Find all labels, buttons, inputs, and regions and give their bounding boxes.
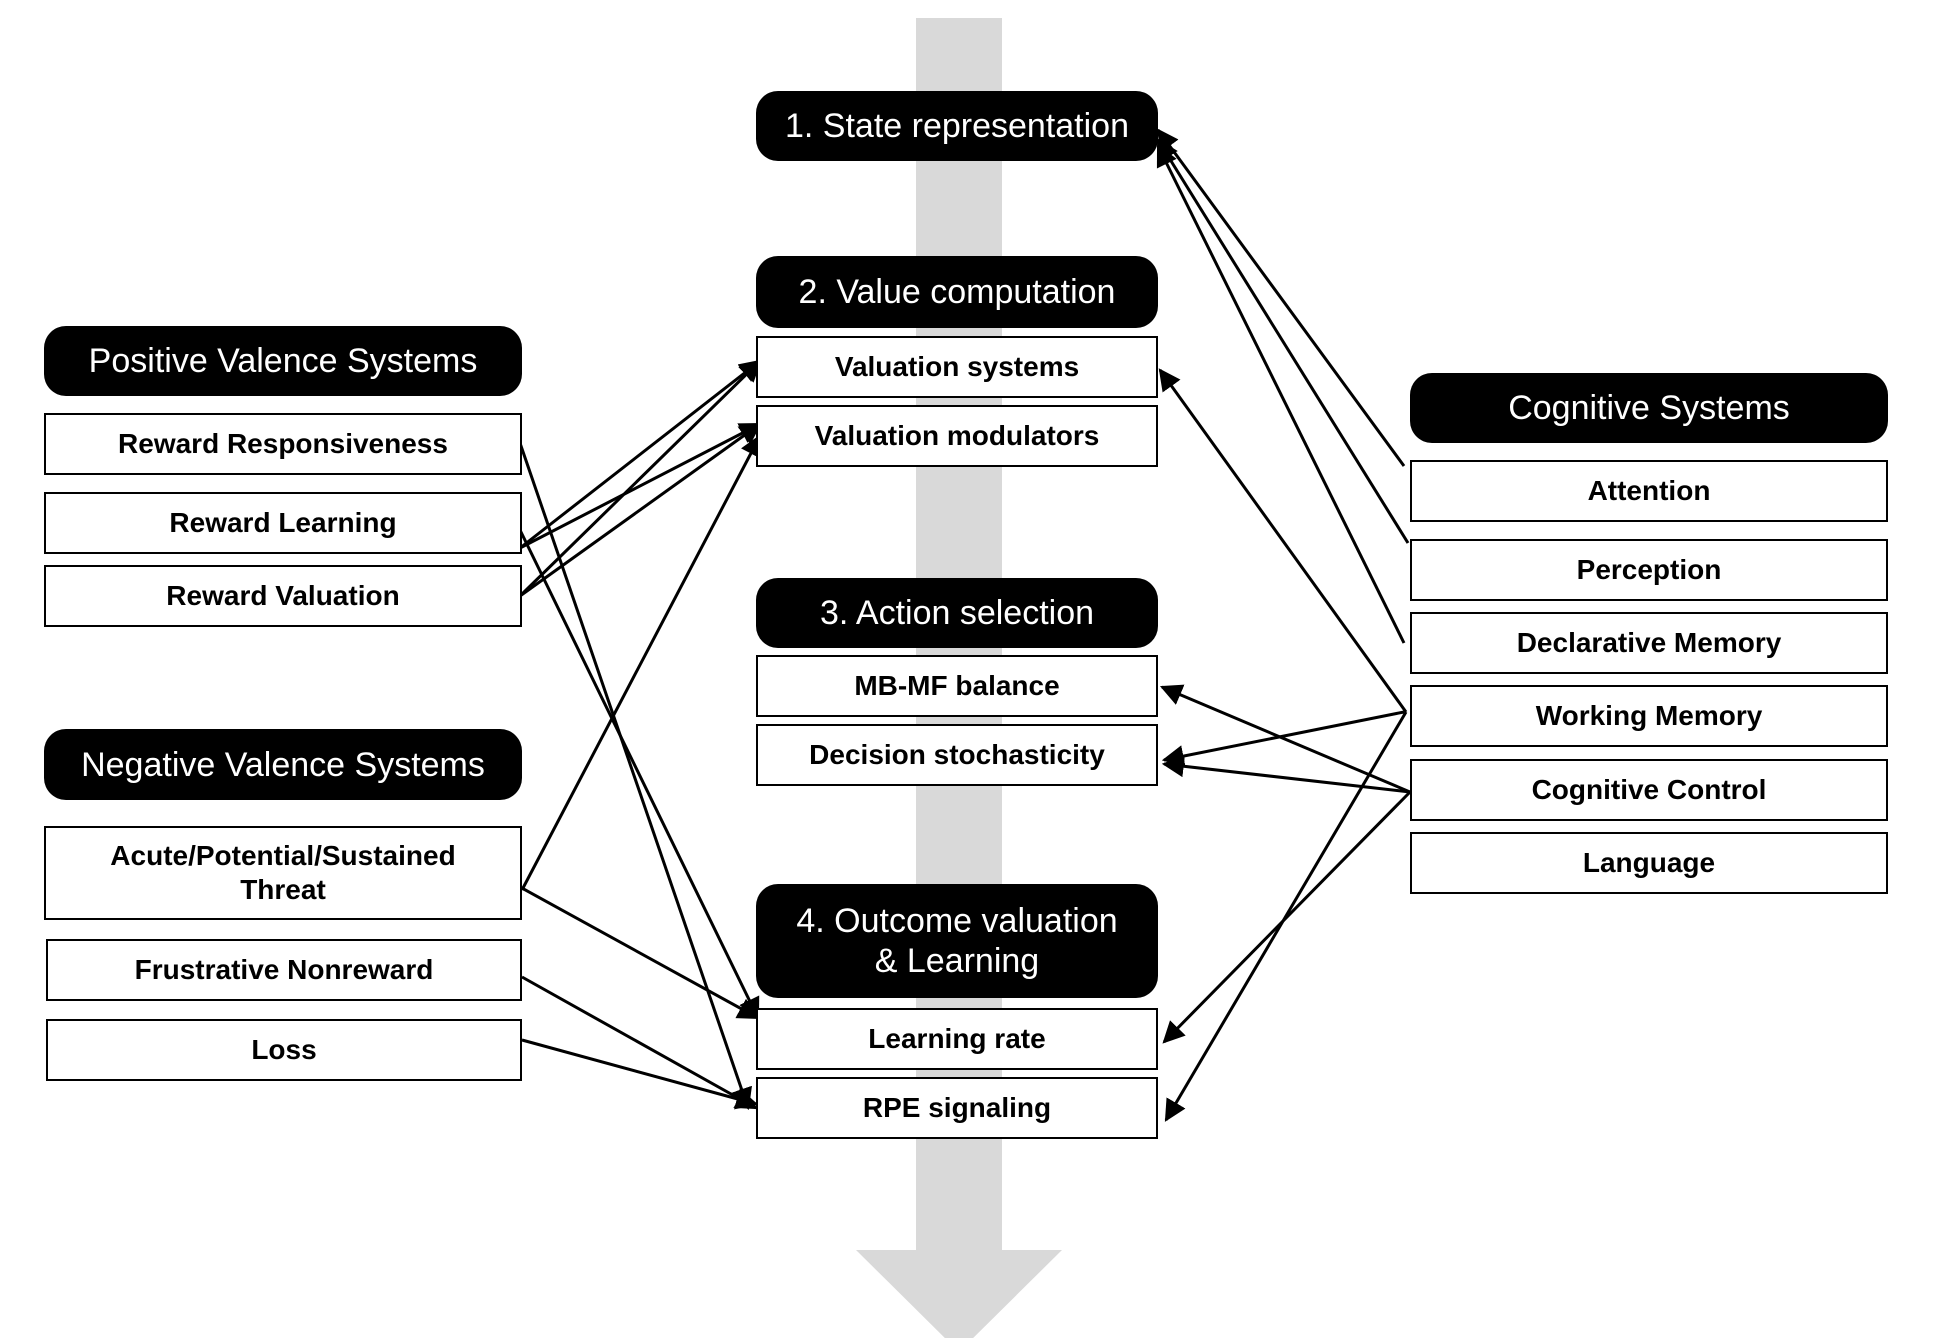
stage-3-header: 3. Action selection (756, 578, 1158, 648)
arrow-working-memory-to-valuation-systems (1158, 368, 1408, 713)
loss-box: Loss (46, 1019, 522, 1081)
declarative-memory-box: Declarative Memory (1410, 612, 1888, 674)
arrow-threat-to-valuation-modulators (520, 434, 762, 891)
threat-box: Acute/Potential/Sustained Threat (44, 826, 522, 920)
valuation-systems-box: Valuation systems (756, 336, 1158, 398)
positive-valence-header: Positive Valence Systems (44, 326, 522, 396)
arrow-loss-to-rpe (521, 1038, 759, 1110)
reward-valuation-box: Reward Valuation (44, 565, 522, 627)
arrow-threat-to-learning-rate (519, 885, 760, 1020)
arrow-declarative-to-state (1156, 144, 1406, 644)
arrow-perception-to-state (1156, 138, 1410, 544)
mbmf-balance-box: MB-MF balance (756, 655, 1158, 717)
arrow-reward-learning-to-valuation-systems (519, 359, 762, 550)
arrow-reward-learning-to-learning-rate (518, 529, 760, 1020)
arrow-reward-learning-to-valuation-modulators (519, 422, 762, 550)
language-box: Language (1410, 832, 1888, 894)
working-memory-box: Working Memory (1410, 685, 1888, 747)
arrow-working-memory-to-stochasticity (1161, 710, 1405, 767)
frustrative-nonreward-box: Frustrative Nonreward (46, 939, 522, 1001)
reward-responsiveness-box: Reward Responsiveness (44, 413, 522, 475)
learning-rate-box: Learning rate (756, 1008, 1158, 1070)
connector-arrows (518, 128, 1412, 1122)
rpe-signaling-box: RPE signaling (756, 1077, 1158, 1139)
attention-box: Attention (1410, 460, 1888, 522)
arrow-control-to-mbmf (1159, 684, 1411, 794)
arrow-reward-valuation-to-valuation-systems (518, 359, 762, 598)
arrow-frustrative-to-rpe (521, 975, 758, 1110)
arrow-attention-to-state (1156, 128, 1406, 467)
cognitive-control-box: Cognitive Control (1410, 759, 1888, 821)
reward-learning-box: Reward Learning (44, 492, 522, 554)
cognitive-systems-header: Cognitive Systems (1410, 373, 1888, 443)
arrow-reward-valuation-to-valuation-modulators (519, 422, 762, 598)
negative-valence-header: Negative Valence Systems (44, 729, 522, 800)
arrow-reward-responsiveness-to-rpe (518, 442, 752, 1111)
decision-stochasticity-box: Decision stochasticity (756, 724, 1158, 786)
arrow-control-to-stochasticity (1161, 755, 1411, 794)
perception-box: Perception (1410, 539, 1888, 601)
stage-1-header: 1. State representation (756, 91, 1158, 161)
arrow-control-to-learning-rate (1162, 790, 1412, 1044)
stage-4-header: 4. Outcome valuation & Learning (756, 884, 1158, 998)
valuation-modulators-box: Valuation modulators (756, 405, 1158, 467)
stage-2-header: 2. Value computation (756, 256, 1158, 328)
